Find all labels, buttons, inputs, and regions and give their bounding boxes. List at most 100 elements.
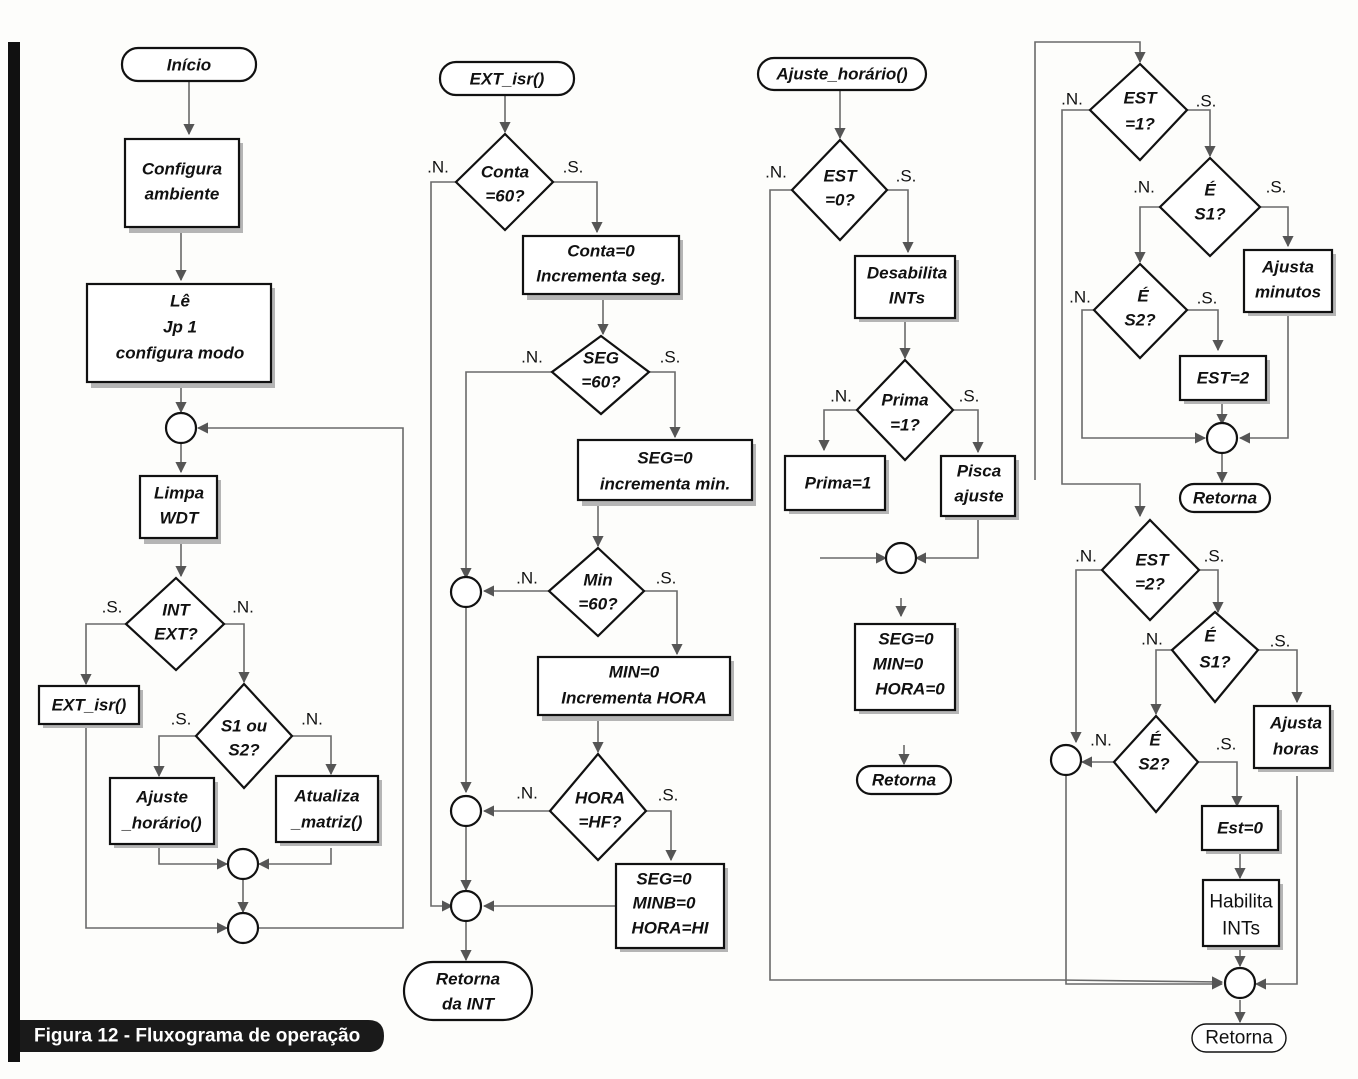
connector-merge-2 — [226, 911, 260, 945]
connector-ajuste-merge — [884, 541, 918, 575]
process-ajusta-horas: Ajusta horas — [1252, 704, 1334, 772]
prima-line1: Prima — [881, 391, 928, 410]
retorna-int-line2: da INT — [442, 995, 496, 1014]
conta-line2: =60? — [485, 187, 525, 206]
es1a-line1: É — [1204, 181, 1216, 200]
label-es2a-yes: .S. — [1197, 289, 1218, 308]
retorna-2-text: Retorna — [1205, 1028, 1273, 1049]
decision-e-s1-b: É S1? — [1170, 610, 1260, 704]
es1b-line1: É — [1204, 627, 1216, 646]
contabox-line1: Conta=0 — [567, 242, 635, 261]
terminal-ext-isr: EXT_isr() — [438, 60, 576, 97]
terminal-ajuste-horario: Ajuste_horário() — [756, 56, 928, 92]
connectors-isr — [430, 96, 683, 962]
decision-hora-hf: HORA =HF? — [548, 752, 648, 862]
hora-line2: =HF? — [579, 813, 623, 832]
read-line3: configura modo — [116, 344, 244, 363]
main-flow: Início Configura ambiente Lê Jp 1 config… — [37, 46, 382, 945]
label-es1b-no: .N. — [1141, 630, 1163, 649]
read-line2: Jp 1 — [163, 318, 197, 337]
est0-line2: =0? — [825, 191, 855, 210]
label-intext-yes: .S. — [102, 598, 123, 617]
connectors-main — [80, 82, 404, 934]
label-est0-yes: .S. — [896, 167, 917, 186]
connector-state-3 — [1223, 966, 1257, 1000]
isr-flow: EXT_isr() Conta =60? .N. .S. Conta=0 Inc… — [402, 60, 756, 1022]
decision-s1-s2: S1 ou S2? — [194, 682, 294, 790]
connectors-ajuste — [769, 90, 1060, 981]
min-line2: =60? — [578, 595, 618, 614]
reset-line2: MIN=0 — [873, 655, 924, 674]
terminal-inicio: Início — [120, 46, 258, 83]
desab-line2: INTs — [889, 289, 925, 308]
label-es2a-no: .N. — [1069, 288, 1091, 307]
label-min-yes: .S. — [656, 569, 677, 588]
connector-isr-3 — [449, 889, 483, 923]
label-prima-no: .N. — [830, 387, 852, 406]
config-line1: Configura — [142, 160, 222, 179]
connector-loop-top — [164, 411, 198, 445]
terminal-ajuste-retorna: Retorna — [855, 764, 953, 796]
es2a-line1: É — [1137, 287, 1149, 306]
label-hora-yes: .S. — [658, 786, 679, 805]
terminal-ext-isr-text: EXT_isr() — [470, 70, 545, 89]
terminal-retorna-int: Retorna da INT — [402, 960, 534, 1022]
wdt-line1: Limpa — [154, 484, 204, 503]
ajuste-call-line1: Ajuste — [135, 788, 188, 807]
ajmin-line1: Ajusta — [1261, 258, 1314, 277]
process-min-0: MIN=0 Incrementa HORA — [536, 655, 734, 721]
intext-line2: EXT? — [154, 625, 198, 644]
minbox-line1: MIN=0 — [609, 663, 660, 682]
est2-line1: EST — [1135, 551, 1170, 570]
s1s2-line1: S1 ou — [221, 717, 268, 736]
label-seg-no: .N. — [521, 348, 543, 367]
es2a-line2: S2? — [1124, 311, 1156, 330]
est1-line2: =1? — [1125, 115, 1155, 134]
horabox-line1: SEG=0 — [636, 870, 692, 889]
label-est1-yes: .S. — [1196, 92, 1217, 111]
label-es1a-yes: .S. — [1266, 178, 1287, 197]
process-ext-isr-call: EXT_isr() — [37, 684, 143, 728]
minbox-line2: Incrementa HORA — [561, 689, 706, 708]
label-est1-no: .N. — [1061, 90, 1083, 109]
segbox-line1: SEG=0 — [637, 449, 693, 468]
process-limpa-wdt: Limpa WDT — [138, 474, 221, 544]
desab-line1: Desabilita — [867, 264, 947, 283]
est0box-text: Est=0 — [1217, 819, 1263, 838]
seg-line1: SEG — [583, 349, 619, 368]
ajuste-flow: Ajuste_horário() EST =0? .N. .S. Desabil… — [756, 56, 1019, 796]
terminal-inicio-text: Início — [167, 56, 211, 75]
decision-e-s2-a: É S2? — [1092, 262, 1189, 360]
process-reset-clock: SEG=0 MIN=0 HORA=0 — [853, 622, 959, 714]
reset-line1: SEG=0 — [878, 630, 934, 649]
est2box-text: EST=2 — [1197, 369, 1250, 388]
ajhor-line1: Ajusta — [1269, 714, 1322, 733]
decision-prima-1: Prima =1? — [855, 358, 955, 462]
read-line1: Lê — [170, 292, 190, 311]
es2b-line1: É — [1149, 731, 1161, 750]
decision-est-2: EST =2? — [1100, 518, 1201, 622]
terminal-retorna-1: Retorna — [1178, 482, 1272, 514]
process-habilita-ints: Habilita INTs — [1201, 878, 1283, 950]
process-atualiza-matriz: Atualiza _matriz() — [274, 774, 382, 846]
terminal-retorna-2: Retorna — [1191, 1023, 1287, 1053]
label-es1a-no: .N. — [1133, 178, 1155, 197]
label-es2b-no: .N. — [1090, 731, 1112, 750]
process-est-2: EST=2 — [1178, 354, 1270, 404]
label-prima-yes: .S. — [959, 387, 980, 406]
intext-line1: INT — [162, 601, 191, 620]
process-prima-1: Prima=1 — [783, 454, 889, 514]
s1s2-line2: S2? — [228, 741, 260, 760]
primabox-text: Prima=1 — [805, 474, 872, 493]
label-seg-yes: .S. — [660, 348, 681, 367]
es1b-line2: S1? — [1199, 653, 1231, 672]
horabox-line2: MINB=0 — [633, 894, 696, 913]
es2b-line2: S2? — [1138, 755, 1170, 774]
process-hora-reset: SEG=0 MINB=0 HORA=HI — [614, 862, 728, 952]
figure-caption: Figura 12 - Fluxograma de operação — [20, 1020, 384, 1052]
contabox-line2: Incrementa seg. — [536, 267, 665, 286]
label-est2-yes: .S. — [1204, 547, 1225, 566]
label-conta-yes: .S. — [563, 158, 584, 177]
figure-caption-text: Figura 12 - Fluxograma de operação — [34, 1026, 360, 1047]
